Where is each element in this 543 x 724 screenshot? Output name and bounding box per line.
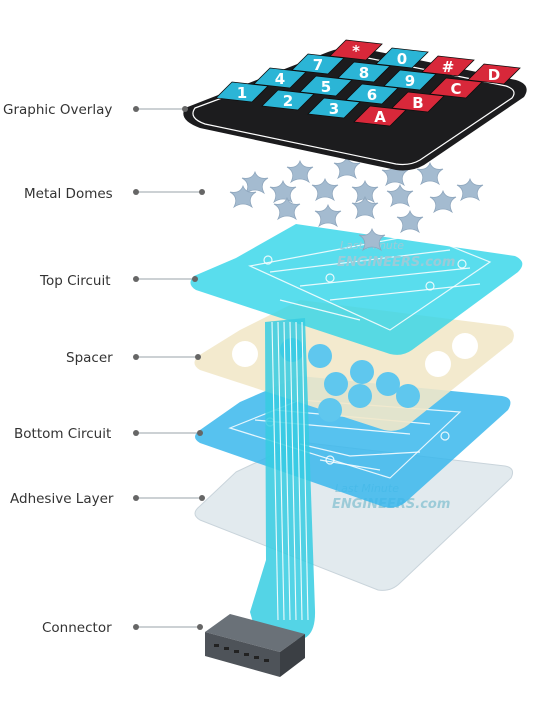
label-text: Metal Domes xyxy=(24,186,113,202)
key-face xyxy=(307,97,361,119)
flex-tail xyxy=(250,318,316,640)
label-graphic-overlay: Graphic Overlay xyxy=(3,102,188,118)
label-text: Graphic Overlay xyxy=(3,102,112,118)
key-face xyxy=(391,91,445,113)
key-star: * xyxy=(329,39,383,61)
key-label: 1 xyxy=(237,84,247,102)
key-label: C xyxy=(450,80,461,98)
label-text: Connector xyxy=(42,620,112,636)
key-label: 9 xyxy=(405,72,415,90)
key-c: C xyxy=(429,77,483,99)
labels: Graphic Overlay Metal Domes Top Circuit … xyxy=(3,102,205,636)
watermark-upper: Last Minute ENGINEERS.com xyxy=(337,239,455,270)
key-a: A xyxy=(353,105,407,127)
key-label: A xyxy=(374,108,386,126)
keypad-keys: 1 2 3 A 4 5 6 B 7 8 9 C * 0 # D xyxy=(215,39,521,127)
label-metal-domes: Metal Domes xyxy=(24,186,205,202)
key-label: B xyxy=(412,94,423,112)
key-label: 2 xyxy=(283,92,293,110)
label-text: Top Circuit xyxy=(39,273,111,289)
top-circuit-layer xyxy=(190,224,523,355)
key-label: 6 xyxy=(367,86,377,104)
key-6: 6 xyxy=(345,83,399,105)
key-label: D xyxy=(488,66,500,84)
key-face xyxy=(261,89,315,111)
connector-housing xyxy=(205,614,305,677)
key-label: 4 xyxy=(275,70,285,88)
label-adhesive-layer: Adhesive Layer xyxy=(10,491,205,507)
key-5: 5 xyxy=(299,75,353,97)
key-label: * xyxy=(352,42,360,60)
key-1: 1 xyxy=(215,81,269,103)
key-2: 2 xyxy=(261,89,315,111)
label-text: Spacer xyxy=(66,350,113,366)
key-face xyxy=(353,105,407,127)
key-d: D xyxy=(467,63,521,85)
key-face xyxy=(467,63,521,85)
graphic-overlay: 1 2 3 A 4 5 6 B 7 8 9 C * 0 # D xyxy=(183,39,527,171)
key-4: 4 xyxy=(253,67,307,89)
key-0: 0 xyxy=(375,47,429,69)
key-7: 7 xyxy=(291,53,345,75)
key-face xyxy=(337,61,391,83)
key-hash: # xyxy=(421,55,475,77)
key-label: 5 xyxy=(321,78,331,96)
key-face xyxy=(375,47,429,69)
label-top-circuit: Top Circuit xyxy=(39,273,198,289)
key-label: 0 xyxy=(397,50,407,68)
key-face xyxy=(383,69,437,91)
label-text: Bottom Circuit xyxy=(14,426,111,442)
key-face xyxy=(329,39,383,61)
key-face xyxy=(299,75,353,97)
label-connector: Connector xyxy=(42,620,203,636)
key-label: 8 xyxy=(359,64,369,82)
key-face xyxy=(421,55,475,77)
key-face xyxy=(429,77,483,99)
key-face xyxy=(345,83,399,105)
key-face xyxy=(215,81,269,103)
key-8: 8 xyxy=(337,61,391,83)
key-face xyxy=(291,53,345,75)
key-face xyxy=(253,67,307,89)
key-b: B xyxy=(391,91,445,113)
watermark-brand: ENGINEERS.com xyxy=(337,255,455,270)
label-bottom-circuit: Bottom Circuit xyxy=(14,426,203,442)
key-3: 3 xyxy=(307,97,361,119)
key-label: 7 xyxy=(313,56,323,74)
label-text: Adhesive Layer xyxy=(10,491,114,507)
key-9: 9 xyxy=(383,69,437,91)
key-label: # xyxy=(442,58,455,76)
label-spacer: Spacer xyxy=(66,350,201,366)
key-label: 3 xyxy=(329,100,339,118)
